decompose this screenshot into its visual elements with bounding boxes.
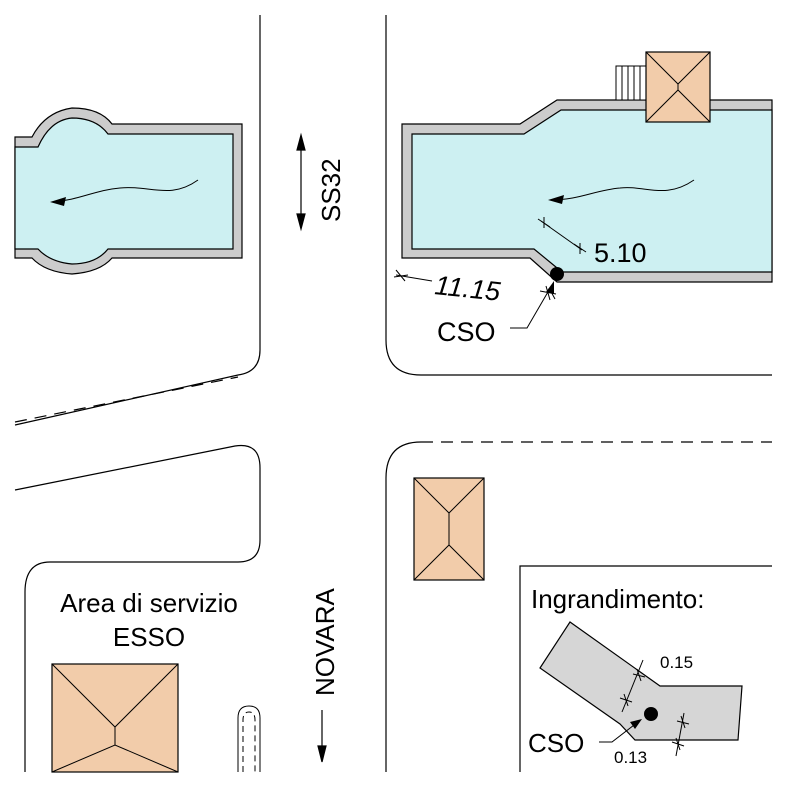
road-arrow-south bbox=[317, 710, 327, 763]
building-southeast bbox=[413, 477, 485, 581]
road-curbs bbox=[14, 15, 772, 772]
road-arrow-north-head-up bbox=[296, 132, 306, 151]
inset-dimension-bottom-label: 0.13 bbox=[614, 748, 647, 767]
flow-arrow-west bbox=[51, 179, 199, 203]
building-north bbox=[615, 51, 711, 123]
dimension-5-10-tick-1 bbox=[537, 217, 551, 228]
inset-dimension-top-label: 0.15 bbox=[660, 653, 693, 672]
dimension-11-15-label: 11.15 bbox=[433, 270, 502, 307]
cso-label: CSO bbox=[437, 317, 496, 347]
cso-point bbox=[550, 267, 564, 281]
flow-arrow-east bbox=[549, 179, 695, 201]
drain-pipe bbox=[237, 705, 261, 772]
inset-frame bbox=[519, 565, 772, 772]
curb-northwest bbox=[14, 15, 261, 426]
drain-pipe-outer bbox=[237, 705, 261, 772]
curb-northeast bbox=[385, 15, 772, 376]
road-label-ss32: SS32 bbox=[316, 158, 346, 222]
cso-leader-head bbox=[546, 281, 554, 294]
inset-dimension-bottom bbox=[671, 712, 690, 757]
road-arrow-north bbox=[296, 132, 306, 232]
inset-dimension-top-line bbox=[621, 659, 644, 713]
drain-pipe-inner bbox=[242, 711, 256, 772]
dimension-11-15-tick-1 bbox=[393, 269, 409, 282]
cso-leader bbox=[510, 284, 553, 329]
inset-dimension-top bbox=[619, 659, 646, 713]
dimension-5-10-label: 5.10 bbox=[594, 238, 647, 268]
curb-southeast bbox=[385, 441, 422, 772]
channel-west-water bbox=[14, 117, 234, 265]
building-north-step-lines bbox=[621, 66, 641, 100]
inset-cso-leader-head bbox=[630, 719, 642, 729]
inset-title: Ingrandimento: bbox=[531, 584, 704, 614]
building-esso-ridges bbox=[51, 663, 179, 773]
inset-cso-point bbox=[644, 707, 658, 721]
service-area-label-line2: ESSO bbox=[113, 622, 185, 652]
channel-east-water bbox=[411, 109, 773, 273]
road-arrow-south-head bbox=[317, 745, 327, 763]
channel-east bbox=[401, 99, 773, 283]
service-area-label-line1: Area di servizio bbox=[60, 588, 238, 618]
inset-cso-label: CSO bbox=[528, 728, 584, 758]
building-north-ridges bbox=[645, 51, 711, 123]
building-esso-roof bbox=[51, 663, 179, 773]
building-southeast-ridges bbox=[413, 477, 485, 581]
inset-cso-leader bbox=[599, 721, 639, 743]
inset-dimension-top-tick-2 bbox=[619, 693, 633, 707]
road-label-novara: NOVARA bbox=[310, 587, 340, 696]
inset-detail: Ingrandimento: 0.15 0.13 CSO bbox=[519, 565, 772, 772]
road-arrow-north-head-down bbox=[296, 213, 306, 232]
flow-arrowhead-east bbox=[548, 195, 564, 204]
road-dashed-edges bbox=[14, 376, 772, 443]
dimension-5-10 bbox=[537, 217, 587, 254]
building-north-steps bbox=[615, 65, 647, 101]
inset-dimension-bottom-tick-2 bbox=[671, 737, 685, 751]
curb-southwest bbox=[14, 444, 261, 772]
dashed-edge-west bbox=[14, 376, 239, 423]
dimension-5-10-tick-2 bbox=[573, 243, 587, 254]
inset-dimension-top-tick-1 bbox=[632, 668, 646, 682]
building-esso bbox=[51, 663, 179, 773]
inset-dimension-bottom-tick-1 bbox=[676, 715, 690, 729]
flow-arrowhead-west bbox=[50, 197, 66, 206]
channel-west bbox=[14, 107, 243, 275]
